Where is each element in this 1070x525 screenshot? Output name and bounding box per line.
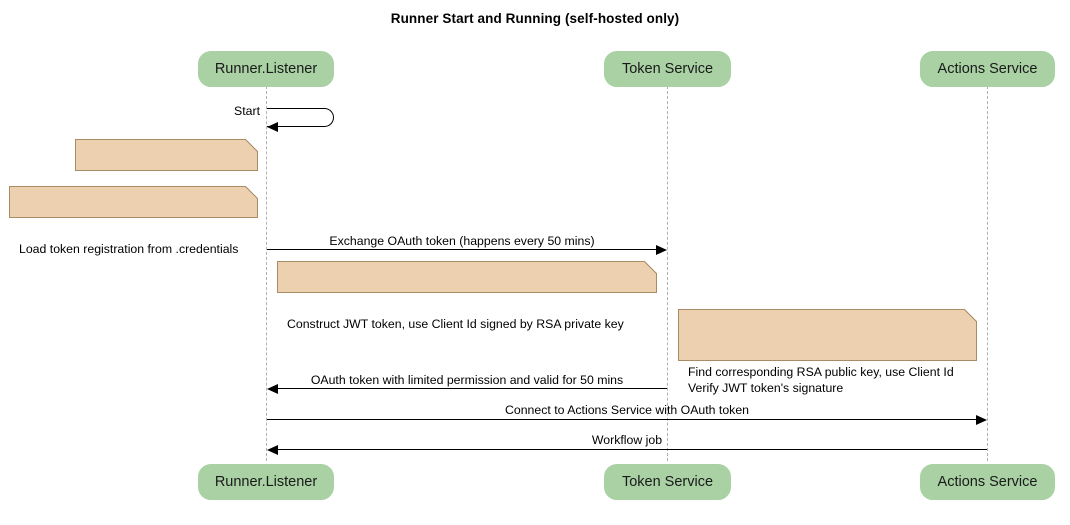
lifeline-runner	[266, 86, 267, 461]
note-load-credentials: Load token registration from .credential…	[9, 186, 258, 256]
note-construct-jwt: Construct JWT token, use Client Id signe…	[277, 261, 657, 331]
note-construct-jwt-text: Construct JWT token, use Client Id signe…	[287, 317, 624, 331]
participant-runner-bottom-label: Runner.Listener	[214, 474, 318, 490]
participant-actions-bottom-label: Actions Service	[937, 474, 1038, 490]
participant-actions-bottom[interactable]: Actions Service	[920, 464, 1055, 500]
participant-token-top-label: Token Service	[621, 61, 714, 77]
message-workflow-label: Workflow job	[591, 433, 663, 447]
note-verify-jwt-text: Find corresponding RSA public key, use C…	[688, 365, 954, 395]
participant-token-top[interactable]: Token Service	[604, 51, 731, 87]
participant-actions-top[interactable]: Actions Service	[920, 51, 1055, 87]
note-load-credentials-text: Load token registration from .credential…	[19, 242, 239, 256]
message-exchange-line	[267, 249, 657, 250]
message-oauth-return-label: OAuth token with limited permission and …	[310, 373, 624, 387]
note-fold-icon	[245, 186, 258, 199]
message-connect-line	[267, 419, 976, 420]
participant-runner-bottom[interactable]: Runner.Listener	[198, 464, 334, 500]
message-workflow-line	[278, 449, 987, 450]
message-start-arrowhead	[267, 122, 278, 132]
participant-runner-top-label: Runner.Listener	[214, 61, 318, 77]
message-start-label: Start	[234, 104, 260, 118]
message-oauth-return-arrowhead	[267, 383, 278, 394]
lifeline-actions	[987, 86, 988, 461]
message-oauth-return-line	[278, 388, 667, 389]
message-exchange-arrowhead	[656, 244, 667, 255]
note-verify-jwt: Find corresponding RSA public key, use C…	[678, 309, 977, 395]
note-load-config: Load config info from .runner	[75, 139, 258, 209]
message-connect-arrowhead	[976, 414, 987, 425]
note-fold-icon	[644, 261, 657, 274]
note-fold-icon	[964, 309, 977, 322]
participant-actions-top-label: Actions Service	[937, 61, 1038, 77]
lifeline-token	[667, 86, 668, 461]
participant-token-bottom[interactable]: Token Service	[604, 464, 731, 500]
diagram-title: Runner Start and Running (self-hosted on…	[390, 11, 680, 26]
message-workflow-arrowhead	[267, 444, 278, 455]
message-connect-label: Connect to Actions Service with OAuth to…	[504, 403, 750, 417]
message-exchange-label: Exchange OAuth token (happens every 50 m…	[329, 234, 595, 248]
participant-token-bottom-label: Token Service	[621, 474, 714, 490]
message-start-loop	[267, 108, 334, 127]
participant-runner-top[interactable]: Runner.Listener	[198, 51, 334, 87]
note-fold-icon	[245, 139, 258, 152]
